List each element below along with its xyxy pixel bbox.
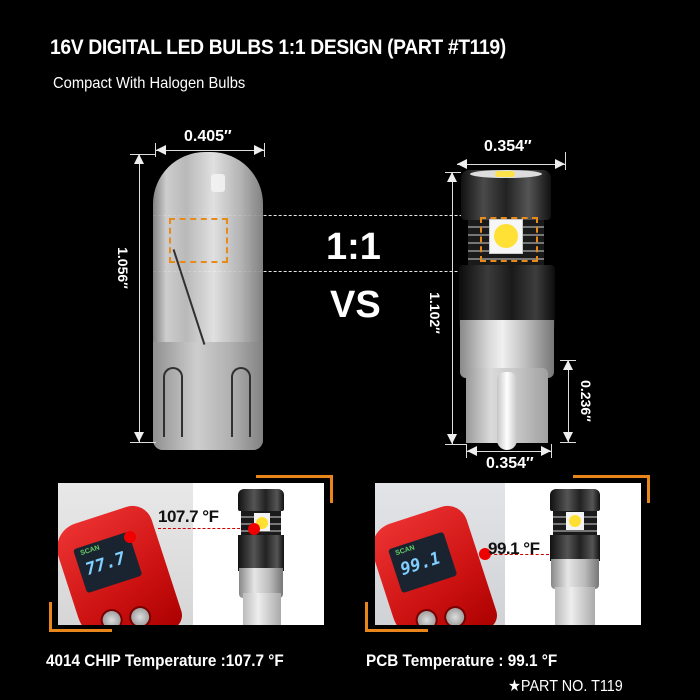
corner-bracket-top-right xyxy=(256,475,333,503)
pcb-temperature-test-image: SCAN 99.1 99.1 °F xyxy=(375,483,641,625)
halogen-height-line xyxy=(139,154,140,442)
tick xyxy=(560,442,576,443)
arrow-right-icon xyxy=(541,446,551,456)
tick xyxy=(130,154,156,155)
halogen-width-line xyxy=(156,150,264,151)
mini-led-head xyxy=(550,489,600,511)
filament-highlight-box xyxy=(169,218,228,263)
arrow-down-icon xyxy=(563,432,573,442)
measure-point-gun xyxy=(479,548,491,560)
chip-highlight-box xyxy=(480,217,538,262)
led-head-width-label: 0.354″ xyxy=(484,138,532,155)
mini-led-emitter xyxy=(569,515,581,527)
arrow-left-icon xyxy=(457,159,467,169)
led-head-width-line xyxy=(457,164,565,165)
tick xyxy=(130,442,156,443)
tick xyxy=(445,444,467,445)
led-head xyxy=(461,170,551,220)
tick xyxy=(445,172,461,173)
measure-point-chip xyxy=(248,523,260,535)
vs-label: VS xyxy=(330,284,381,326)
glass-glint xyxy=(211,174,225,192)
halogen-width-label: 0.405″ xyxy=(184,128,232,145)
part-number: ★PART NO. T119 xyxy=(508,678,623,695)
mini-led-body xyxy=(238,535,284,571)
mini-led-body xyxy=(550,535,600,561)
lead-wire-right xyxy=(231,367,251,437)
mini-led-wedge xyxy=(243,593,281,625)
page-title: 16V DIGITAL LED BULBS 1:1 DESIGN (PART #… xyxy=(50,36,506,59)
tick xyxy=(155,143,156,157)
arrow-left-icon xyxy=(156,145,166,155)
tick xyxy=(264,143,265,157)
gun-button-right xyxy=(441,603,470,625)
tick xyxy=(466,444,467,458)
tick xyxy=(551,444,552,458)
gun-screen: SCAN 99.1 xyxy=(387,531,458,594)
arrow-right-icon xyxy=(254,145,264,155)
led-base-height-label: 0.236″ xyxy=(578,380,594,422)
mini-led-head xyxy=(238,489,284,511)
led-top-chip xyxy=(495,171,515,177)
page-subtitle: Compact With Halogen Bulbs xyxy=(53,75,246,92)
tick xyxy=(565,152,566,170)
corner-bracket-bottom-left xyxy=(365,602,428,632)
gun-button-left xyxy=(97,606,126,625)
arrow-down-icon xyxy=(447,434,457,444)
halogen-bulb-image xyxy=(153,152,263,450)
corner-bracket-top-right xyxy=(573,475,650,503)
measure-line xyxy=(489,554,549,555)
measure-point-gun xyxy=(124,531,136,543)
pcb-temp-caption: PCB Temperature : 99.1 °F xyxy=(366,651,558,670)
led-height-label: 1.102″ xyxy=(427,292,443,334)
gun-button-left xyxy=(412,606,441,625)
led-base-height-line xyxy=(568,360,569,442)
pcb-temp-callout: 99.1 °F xyxy=(488,539,540,558)
gun-button-right xyxy=(126,603,155,625)
mini-led-wedge xyxy=(555,587,595,625)
arrow-up-icon xyxy=(447,172,457,182)
led-chip-emitter xyxy=(494,224,518,248)
arrow-down-icon xyxy=(134,432,144,442)
tick xyxy=(560,360,576,361)
led-height-line xyxy=(452,172,453,444)
led-base-width-label: 0.354″ xyxy=(486,455,534,472)
chip-temperature-test-image: SCAN 77.7 107.7 °F xyxy=(58,483,324,625)
ratio-label: 1:1 xyxy=(326,226,381,268)
arrow-up-icon xyxy=(134,154,144,164)
led-wedge-center xyxy=(497,372,517,450)
led-body xyxy=(459,265,555,327)
filament-wire xyxy=(172,249,206,345)
halogen-height-label: 1.056″ xyxy=(115,247,131,289)
led-base-width-line xyxy=(467,451,551,452)
arrow-up-icon xyxy=(563,360,573,370)
chip-temp-caption: 4014 CHIP Temperature :107.7 °F xyxy=(46,651,284,670)
alignment-line-top xyxy=(153,215,548,216)
arrow-right-icon xyxy=(555,159,565,169)
arrow-left-icon xyxy=(467,446,477,456)
lead-wire-left xyxy=(163,367,183,437)
measure-line xyxy=(158,528,250,529)
alignment-line-bottom xyxy=(153,271,548,272)
mini-led-sleeve xyxy=(551,559,599,589)
corner-bracket-bottom-left xyxy=(49,602,112,632)
chip-temp-callout: 107.7 °F xyxy=(158,507,219,526)
